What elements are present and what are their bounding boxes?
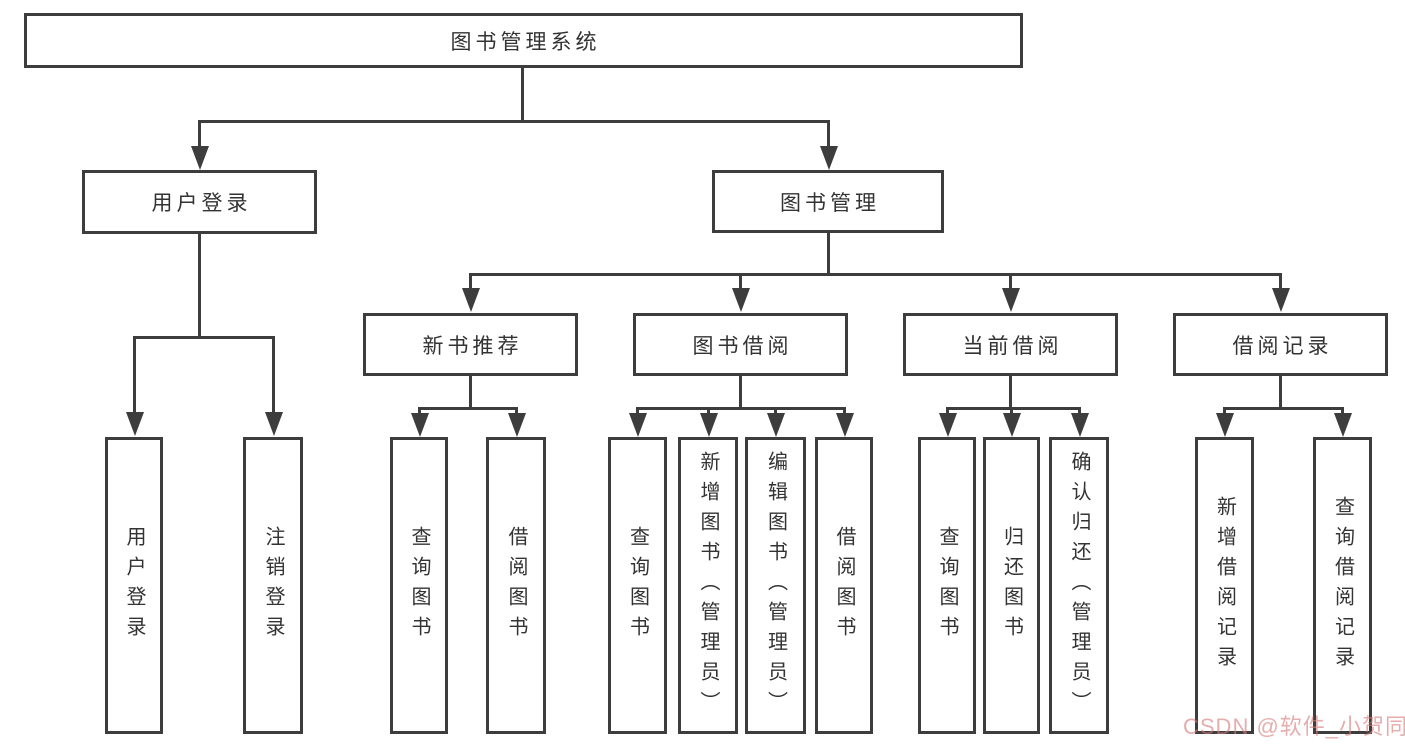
- node-label: 图书管理: [780, 191, 880, 215]
- node-label: 新增图书（管理员）: [697, 450, 719, 721]
- leaf-borrow-books-recommend: 借阅图书: [486, 437, 546, 734]
- node-label: 借阅记录: [1232, 334, 1333, 358]
- node-label: 查询图书: [936, 525, 958, 646]
- node-label: 注销登录: [262, 525, 284, 646]
- node-book-management: 图书管理: [712, 170, 944, 233]
- arrow-down: [1078, 407, 1081, 413]
- leaf-query-books-current: 查询图书: [918, 437, 976, 734]
- node-label: 新增借阅记录: [1213, 495, 1236, 676]
- leaf-query-books-recommend: 查询图书: [390, 437, 448, 734]
- leaf-logout: 注销登录: [243, 437, 303, 734]
- node-label: 当前借阅: [962, 334, 1063, 358]
- arrow-down: [1341, 407, 1344, 413]
- node-label: 用户登录: [123, 525, 145, 646]
- node-label: 查询图书: [408, 525, 430, 646]
- node-label: 查询借阅记录: [1331, 495, 1354, 676]
- node-label: 归还图书: [1000, 525, 1023, 646]
- node-new-book-recommend: 新书推荐: [363, 313, 578, 376]
- arrow-down: [1010, 407, 1013, 413]
- node-label: 图书管理系统: [450, 30, 601, 54]
- arrow-down: [827, 120, 830, 146]
- arrow-down: [418, 407, 421, 413]
- connector-line: [1009, 376, 1012, 407]
- node-user-login: 用户登录: [82, 170, 317, 234]
- node-current-borrowing: 当前借阅: [903, 313, 1118, 376]
- leaf-query-books-borrowing: 查询图书: [608, 437, 667, 734]
- arrow-down: [636, 407, 639, 413]
- connector-line: [739, 376, 742, 407]
- node-label: 查询图书: [626, 525, 649, 646]
- arrow-down: [469, 273, 472, 288]
- arrow-down: [272, 336, 275, 412]
- connector-line: [418, 407, 517, 410]
- arrow-down: [133, 336, 136, 412]
- csdn-watermark: CSDN @软件_小贺同学: [1183, 714, 1405, 739]
- node-borrow-records: 借阅记录: [1173, 313, 1388, 376]
- node-label: 确认归还（管理员）: [1068, 450, 1090, 721]
- node-label: 借阅图书: [505, 525, 527, 646]
- node-label: 借阅图书: [833, 525, 855, 646]
- leaf-user-login: 用户登录: [105, 437, 163, 734]
- leaf-add-borrow-record: 新增借阅记录: [1195, 437, 1254, 734]
- connector-line: [469, 376, 472, 407]
- connector-line: [1279, 376, 1282, 407]
- connector-line: [1223, 407, 1342, 410]
- arrow-down: [774, 407, 777, 413]
- leaf-edit-books-admin: 编辑图书（管理员）: [745, 437, 806, 734]
- connector-line: [133, 336, 275, 339]
- node-label: 图书借阅: [692, 334, 793, 358]
- arrow-down: [1279, 273, 1282, 288]
- node-book-borrowing: 图书借阅: [633, 313, 848, 376]
- arrow-down: [198, 120, 201, 146]
- connector-line: [827, 233, 830, 273]
- leaf-add-books-admin: 新增图书（管理员）: [678, 437, 738, 734]
- leaf-return-books: 归还图书: [983, 437, 1040, 734]
- node-label: 编辑图书（管理员）: [764, 450, 787, 721]
- connector-line: [469, 273, 1281, 276]
- node-label: 新书推荐: [422, 334, 523, 358]
- connector-line: [636, 407, 844, 410]
- leaf-confirm-return-admin: 确认归还（管理员）: [1049, 437, 1109, 734]
- connector-line: [198, 234, 201, 336]
- arrow-down: [515, 407, 518, 413]
- arrow-down: [739, 273, 742, 288]
- node-library-system: 图书管理系统: [24, 13, 1023, 68]
- connector-line: [521, 68, 524, 120]
- node-label: 用户登录: [151, 192, 252, 215]
- leaf-query-borrow-record: 查询借阅记录: [1313, 437, 1372, 734]
- connector-line: [198, 120, 830, 123]
- arrow-down: [707, 407, 710, 413]
- arrow-down: [946, 407, 949, 413]
- arrow-down: [1009, 273, 1012, 288]
- leaf-borrow-books: 借阅图书: [815, 437, 873, 734]
- arrow-down: [1223, 407, 1226, 413]
- arrow-down: [843, 407, 846, 413]
